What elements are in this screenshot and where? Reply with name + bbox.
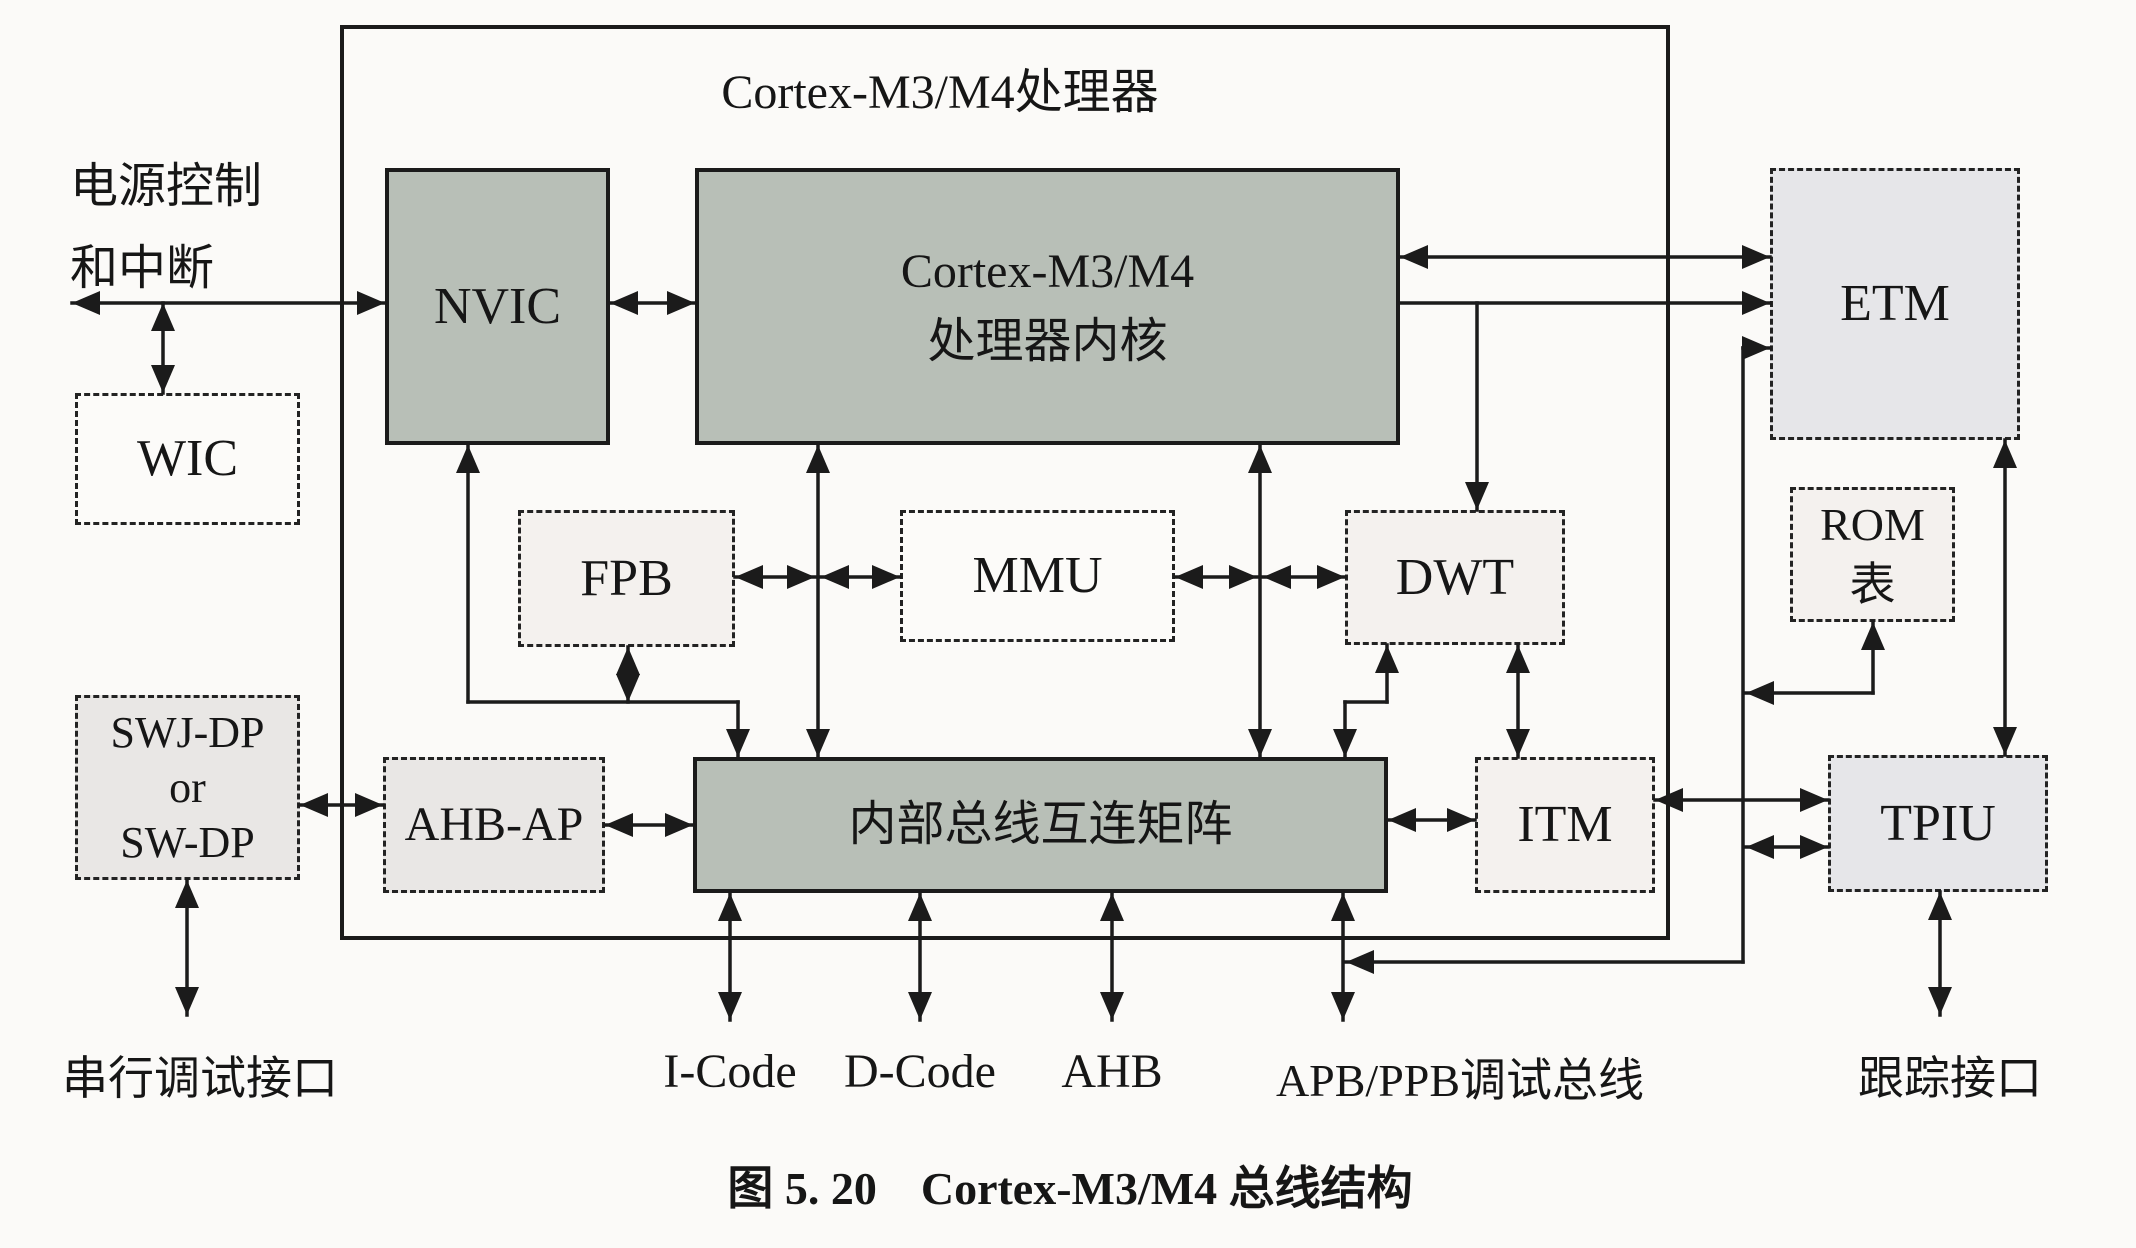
caption-title: Cortex-M3/M4 总线结构 [920, 1163, 1413, 1214]
bus-matrix-label: 内部总线互连矩阵 [848, 797, 1233, 851]
rom-table-label-line2: 表 [1849, 558, 1896, 610]
tpiu-block: TPIU [1828, 755, 2048, 892]
dcode-label: D-Code [844, 1045, 996, 1098]
core-block: Cortex-M3/M4 处理器内核 [695, 168, 1400, 445]
arrowhead [1800, 788, 1828, 812]
etm-block: ETM [1770, 168, 2020, 440]
trace-interface-label: 跟踪接口 [1858, 1053, 2042, 1104]
wic-block: WIC [75, 393, 300, 525]
nvic-block: NVIC [385, 168, 610, 445]
rom-table-link [1744, 620, 1885, 705]
arrowhead [1746, 681, 1774, 705]
arrowhead [175, 880, 199, 908]
apb-branch-link [1344, 950, 1745, 974]
nvic-label: NVIC [433, 277, 562, 335]
dwt-label: DWT [1395, 548, 1515, 606]
arrowhead [1928, 987, 1952, 1015]
arrowhead [1993, 440, 2017, 468]
arrowhead [1742, 245, 1770, 269]
ahb-ap-label: AHB-AP [404, 797, 584, 851]
power-label-line2: 和中断 [70, 241, 215, 295]
arrowhead [1742, 336, 1770, 360]
tpiu-trace-link [1928, 890, 1952, 1017]
etm-tpiu-link [1993, 438, 2017, 757]
ahb-label: AHB [1061, 1045, 1163, 1098]
apb-ppb-label: APB/PPB调试总线 [1275, 1055, 1645, 1106]
arrowhead [1331, 992, 1355, 1020]
swj-dp-block: SWJ-DP or SW-DP [75, 695, 300, 880]
rom-table-label-line1: ROM [1820, 498, 1925, 550]
figure-caption: 图 5. 20 Cortex-M3/M4 总线结构 [390, 1152, 1750, 1218]
swjdp-serial-link [175, 878, 199, 1017]
itm-label: ITM [1517, 796, 1613, 854]
arrowhead [1100, 992, 1124, 1020]
arrowhead [1993, 727, 2017, 755]
caption-figure-no: 图 5. 20 [727, 1163, 877, 1214]
arrowhead [1928, 892, 1952, 920]
processor-box-title: Cortex-M3/M4处理器 [721, 66, 1159, 119]
ahb-ap-block: AHB-AP [383, 757, 605, 893]
arrowhead [1861, 622, 1885, 650]
mmu-block: MMU [900, 510, 1175, 642]
fpb-block: FPB [518, 510, 735, 647]
itm-block: ITM [1475, 757, 1655, 893]
etm-label: ETM [1840, 275, 1950, 333]
power-label-line1: 电源控制 [70, 160, 263, 213]
swj-dp-label-line2: or [169, 763, 206, 812]
arrowhead [718, 992, 742, 1020]
fpb-label: FPB [580, 549, 673, 607]
mmu-label: MMU [972, 547, 1103, 605]
power-interrupt-label: 电源控制 和中断 [70, 146, 380, 309]
wic-label: WIC [136, 430, 239, 488]
serial-debug-label: 串行调试接口 [62, 1053, 338, 1104]
arrowhead [908, 992, 932, 1020]
bus-matrix-block: 内部总线互连矩阵 [693, 757, 1388, 893]
power-wic-link [151, 301, 175, 395]
rom-table-block: ROM 表 [1790, 487, 1955, 622]
arrowhead [300, 793, 328, 817]
processor-outer-box [340, 25, 1670, 940]
debug-bus-line [1741, 336, 1772, 964]
itm-tpiu-link [1653, 788, 1830, 812]
arrowhead [1346, 950, 1374, 974]
dwt-block: DWT [1345, 510, 1565, 645]
swj-dp-label-line3: SW-DP [120, 818, 255, 867]
core-label-line2: 处理器内核 [927, 314, 1168, 368]
icode-label: I-Code [663, 1045, 797, 1098]
core-label-line1: Cortex-M3/M4 [900, 244, 1195, 298]
arrowhead [1746, 835, 1774, 859]
arrowhead [1742, 291, 1770, 315]
tpiu-label: TPIU [1880, 794, 1996, 852]
arrowhead [175, 987, 199, 1015]
swj-dp-label-line1: SWJ-DP [110, 708, 265, 757]
debugbus-tpiu-link [1744, 835, 1830, 859]
arrowhead [1800, 835, 1828, 859]
arrowhead [151, 365, 175, 393]
